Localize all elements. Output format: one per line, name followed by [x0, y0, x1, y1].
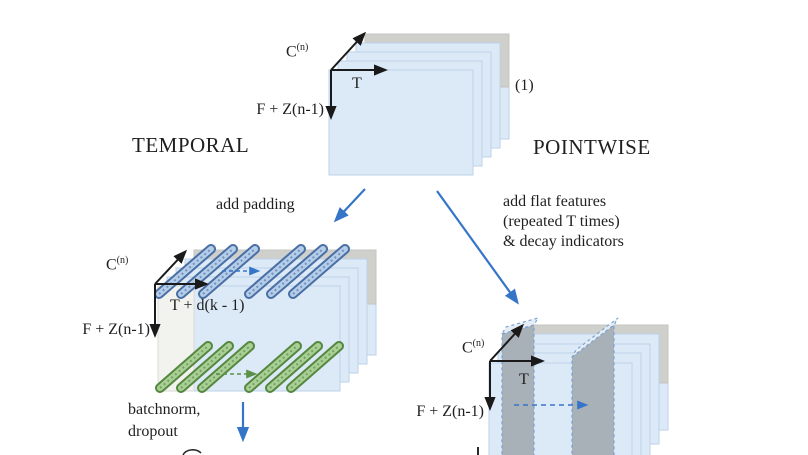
- branch-title-temporal: TEMPORAL: [132, 133, 250, 157]
- flow-arrows: [236, 188, 519, 443]
- pointwise-axes: [484, 323, 545, 411]
- arrow-to-temporal: [333, 188, 366, 223]
- pointwise-slab-2: [571, 317, 619, 455]
- input-axes: [325, 31, 388, 120]
- step-label-add-flat-features: add flat features (repeated T times) & d…: [503, 193, 624, 250]
- input-tensor: [325, 31, 510, 176]
- bottom-cutoff-marks: [182, 447, 479, 455]
- feature-bars-green: [155, 341, 344, 393]
- equation-number: (1): [515, 77, 534, 94]
- pointwise-time-axis-label: T: [519, 371, 529, 388]
- input-sheet-front: [328, 69, 474, 176]
- step-label-batchnorm-dropout: batchnorm, dropout: [128, 401, 201, 440]
- pointwise-feature-axis-label: F + Z(n-1): [416, 403, 484, 420]
- temporal-tensor: [149, 244, 377, 393]
- arrow-to-pointwise: [436, 190, 519, 305]
- step-label-add-padding: add padding: [216, 196, 295, 213]
- pointwise-channel-axis-label: C(n): [462, 338, 485, 357]
- temporal-feature-axis-label: F + Z(n-1): [82, 321, 150, 338]
- temporal-axes: [149, 249, 209, 338]
- input-channel-axis-label: C(n): [286, 42, 309, 61]
- temporal-channel-axis-label: C(n): [106, 255, 129, 274]
- input-time-axis-label: T: [352, 75, 362, 92]
- pointwise-tensor: [484, 317, 669, 455]
- temporal-time-axis-label: T + d(k - 1): [170, 297, 245, 314]
- branch-title-pointwise: POINTWISE: [533, 135, 651, 159]
- input-feature-axis-label: F + Z(n-1): [256, 101, 324, 118]
